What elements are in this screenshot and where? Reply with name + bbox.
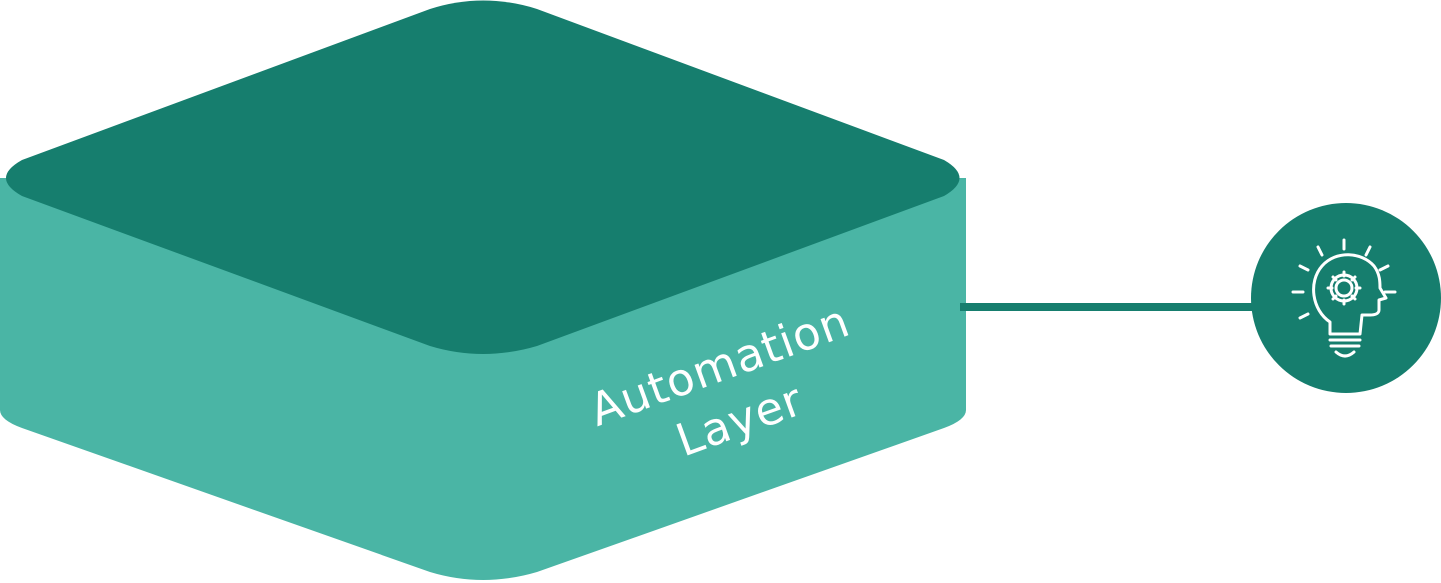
icon-circle (1251, 203, 1441, 393)
automation-layer-block-top (6, 0, 960, 354)
automation-layer-block-side (0, 178, 966, 580)
lightbulb-gear-head-icon (1291, 238, 1397, 358)
